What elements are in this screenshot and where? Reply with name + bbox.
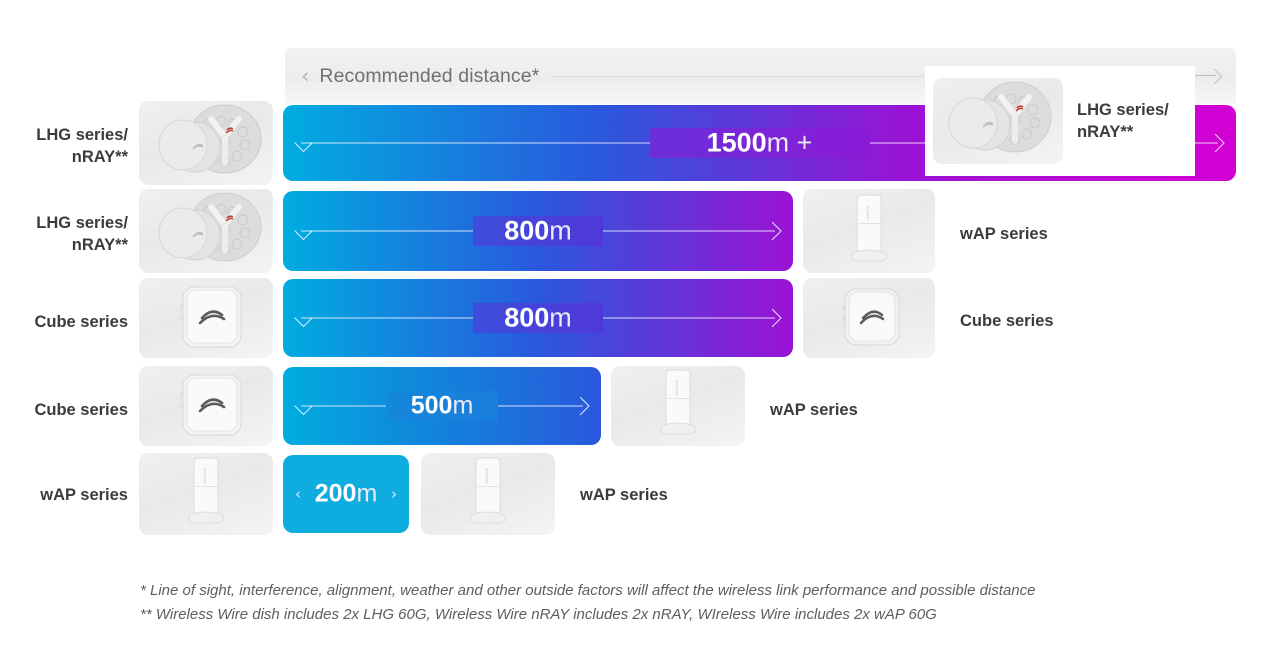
distance-bar-200[interactable]: ‹ › 200m xyxy=(283,455,409,533)
bar-label-mask xyxy=(386,391,498,421)
bar-label-mask xyxy=(473,303,603,333)
distance-bar-800-b[interactable]: 800m xyxy=(283,279,793,357)
cube-icon xyxy=(803,278,935,358)
lhg-series-overlay-card[interactable]: LHG series/ nRAY** xyxy=(925,66,1195,176)
footnotes: * Line of sight, interference, alignment… xyxy=(140,579,1260,626)
distance-bar-500[interactable]: 500m xyxy=(283,367,601,445)
header-rule xyxy=(553,75,1168,77)
cube-icon xyxy=(139,278,273,358)
lhg-dish-icon xyxy=(139,189,273,273)
footnote-2: ** Wireless Wire dish includes 2x LHG 60… xyxy=(140,605,937,623)
row-200-left-label: wAP series xyxy=(40,486,128,504)
wap-icon: MikroTik xyxy=(803,189,935,273)
distance-label-800-a: 800m xyxy=(504,215,572,246)
bar-label-mask xyxy=(649,128,870,158)
svg-text:MikroTik: MikroTik xyxy=(202,469,207,484)
distance-label-200: 200m xyxy=(314,479,378,508)
distance-label-1500: 1500m + xyxy=(706,127,813,158)
row-1500-left-label: LHG series/ nRAY** xyxy=(36,126,128,167)
lhg-dish-icon xyxy=(139,101,273,185)
wap-icon: MikroTik xyxy=(421,453,555,535)
distance-bar-800-a[interactable]: 800m xyxy=(283,191,793,271)
lhg-dish-icon xyxy=(933,78,1063,164)
distance-label-500: 500m xyxy=(410,391,474,420)
svg-text:MikroTik: MikroTik xyxy=(674,381,679,396)
distance-label-800-b: 800m xyxy=(504,302,572,333)
wap-icon: MikroTik xyxy=(139,453,273,535)
svg-text:MikroTik: MikroTik xyxy=(865,206,870,221)
overlay-card-label: LHG series/ nRAY** xyxy=(1077,100,1169,141)
bar-label-mask xyxy=(473,216,603,246)
chevron-left-icon: ‹ xyxy=(295,485,301,503)
row-800b-right-label: Cube series xyxy=(960,312,1054,330)
arrow-right-icon[interactable] xyxy=(1182,69,1220,83)
cube-icon xyxy=(139,366,273,446)
row-500-left-label: Cube series xyxy=(34,401,128,419)
row-200-right-label: wAP series xyxy=(580,486,668,504)
wap-icon: MikroTik xyxy=(611,366,745,446)
row-800a-right-label: wAP series xyxy=(960,225,1048,243)
row-800b-left-label: Cube series xyxy=(34,313,128,331)
header-title: Recommended distance* xyxy=(319,64,540,87)
chevron-left-icon[interactable]: ‹ xyxy=(301,63,310,88)
row-800a-left-label: LHG series/ nRAY** xyxy=(36,214,128,255)
svg-text:MikroTik: MikroTik xyxy=(484,469,489,484)
footnote-1: * Line of sight, interference, alignment… xyxy=(140,582,1036,599)
row-500-right-label: wAP series xyxy=(770,401,858,419)
chevron-right-icon: › xyxy=(391,485,397,503)
